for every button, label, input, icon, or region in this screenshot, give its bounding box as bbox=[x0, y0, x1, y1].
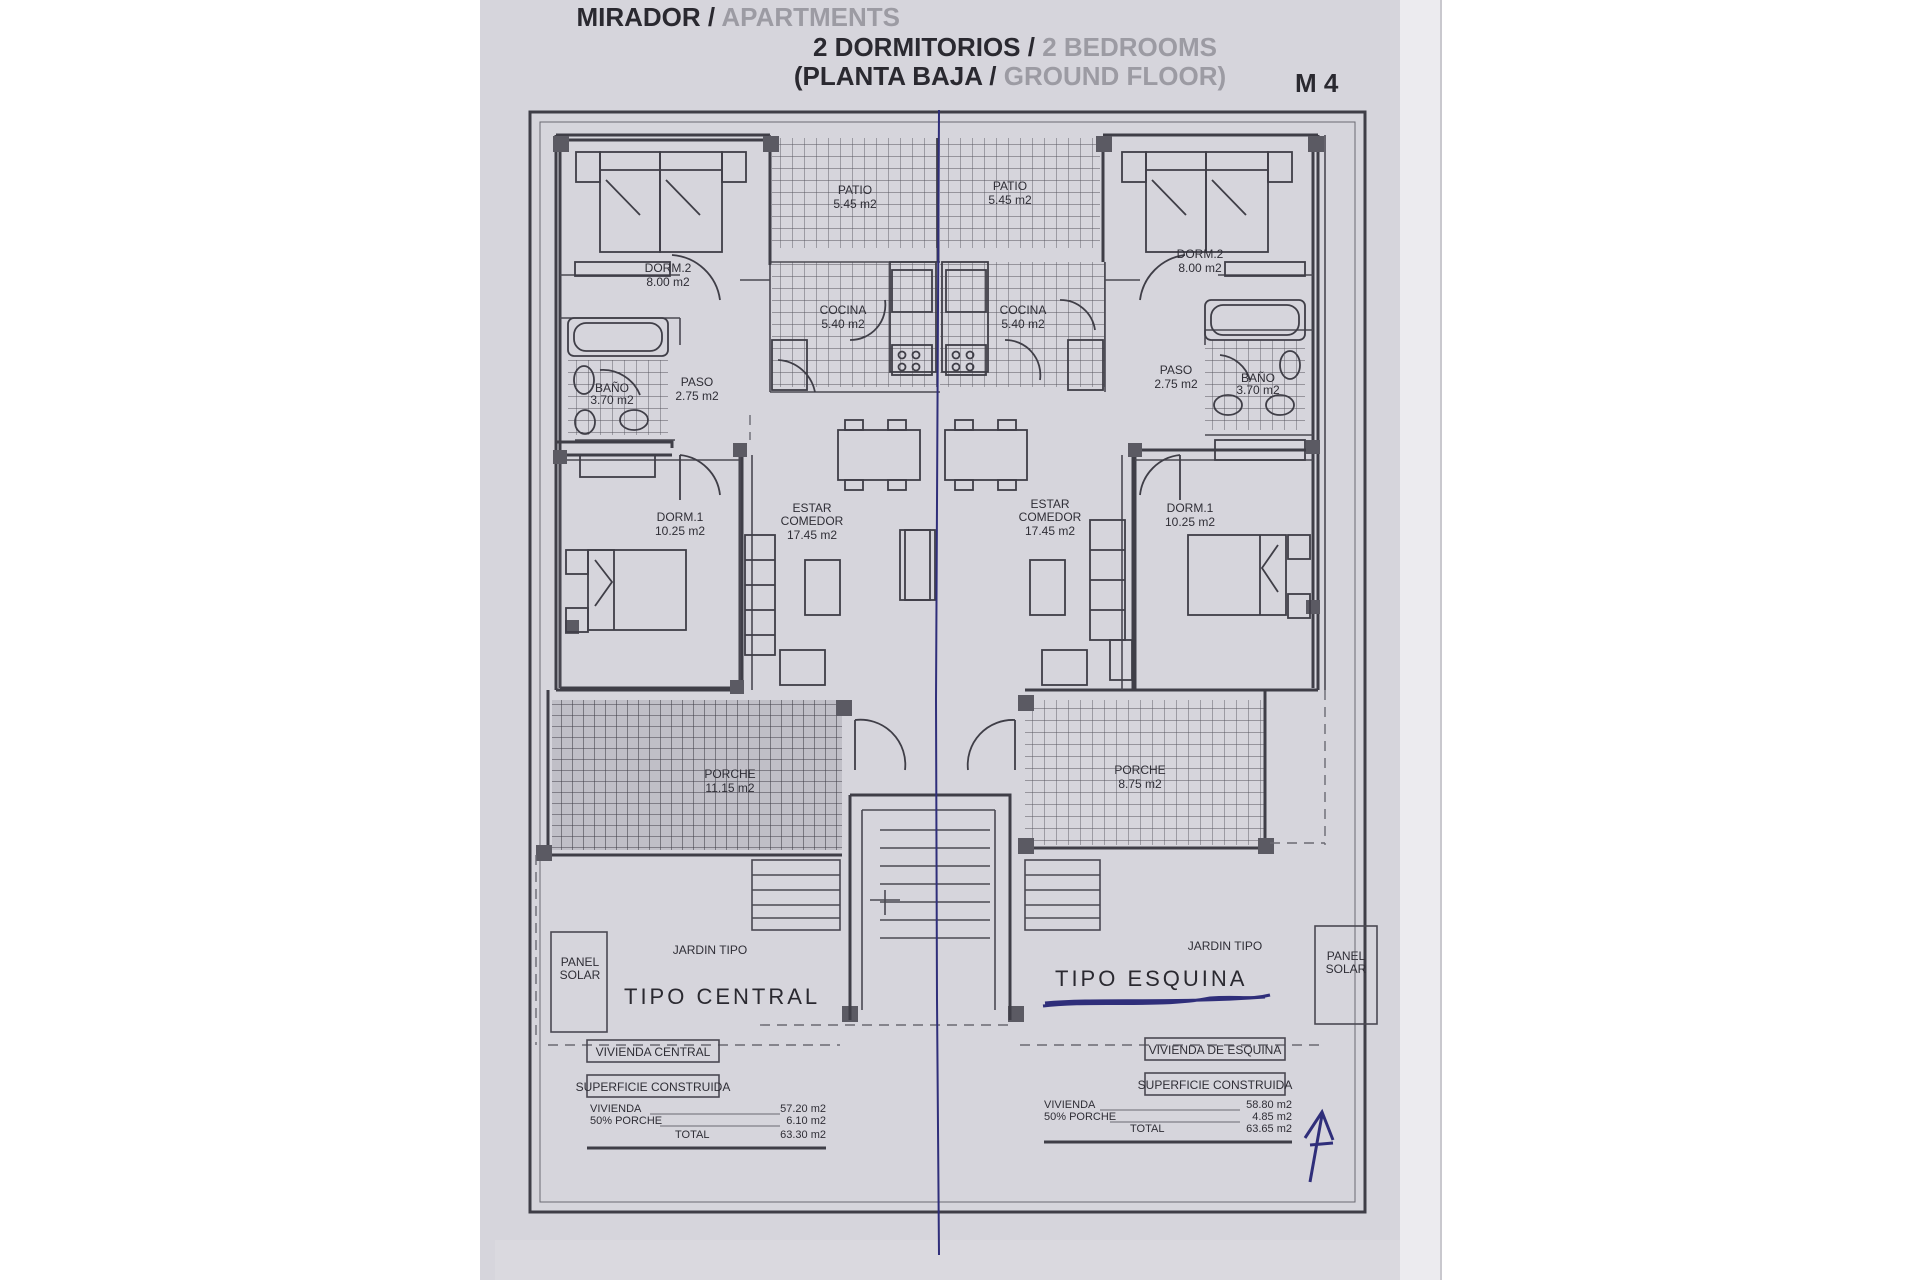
bathroom-fixtures bbox=[1204, 299, 1306, 416]
kitchen-tiles bbox=[940, 262, 1105, 387]
kitchen-fixtures bbox=[771, 261, 937, 393]
solar-panel-right bbox=[1314, 925, 1378, 1025]
kitchen-area: 5.40 m2 bbox=[1001, 317, 1045, 331]
dorm1-area: 10.25 m2 bbox=[655, 524, 705, 538]
porch-area: 11.15 m2 bbox=[705, 781, 754, 795]
unit-name-box: VIVIENDA DE ESQUINA bbox=[1149, 1043, 1282, 1057]
surface-box: SUPERFICIE CONSTRUIDA bbox=[1138, 1078, 1293, 1092]
hall-label: PASO bbox=[681, 375, 713, 389]
kitchen-tiles bbox=[772, 262, 937, 387]
solar-label-2: SOLAR bbox=[560, 968, 601, 982]
porch-tiles bbox=[1025, 700, 1265, 845]
hall-label: PASO bbox=[1160, 363, 1192, 377]
living-furniture bbox=[904, 419, 1133, 686]
porch-area: 8.75 m2 bbox=[1118, 777, 1162, 791]
solar-label-1: PANEL bbox=[561, 955, 600, 969]
row-value: 58.80 m2 bbox=[1246, 1099, 1292, 1111]
solar-label-1: PANEL bbox=[1327, 949, 1366, 963]
patio-area: 5.45 m2 bbox=[988, 193, 1032, 207]
dorm1-label: DORM.1 bbox=[657, 510, 704, 524]
title-line3: (PLANTA BAJA / GROUND FLOOR) bbox=[794, 61, 1226, 91]
pen-annotations bbox=[934, 109, 1335, 1256]
unit-name-box: VIVIENDA CENTRAL bbox=[596, 1045, 711, 1059]
bath-area: 3.70 m2 bbox=[1236, 383, 1280, 397]
kitchen-label: COCINA bbox=[1000, 303, 1047, 317]
title-line1: MIRADOR / APARTMENTS bbox=[576, 2, 900, 32]
dorm2-area: 8.00 m2 bbox=[646, 275, 690, 289]
unit-left: PATIO 5.45 m2 DORM.2 8.00 m2 COCINA 5.40… bbox=[535, 133, 940, 1150]
porch-tiles bbox=[552, 700, 842, 850]
dorm2-beds bbox=[1121, 151, 1306, 301]
bath-label: BAÑO bbox=[1241, 371, 1275, 385]
solar-panel-left bbox=[550, 931, 608, 1033]
central-stairwell bbox=[760, 793, 1012, 1026]
row-value: 63.65 m2 bbox=[1246, 1123, 1292, 1135]
plot-frame bbox=[528, 110, 1367, 1214]
kitchen-label: COCINA bbox=[820, 303, 867, 317]
title-block: MIRADOR / APARTMENTS 2 DORMITORIOS / 2 B… bbox=[576, 2, 1338, 98]
bath-label: BAÑO bbox=[595, 381, 629, 395]
dorm1-label: DORM.1 bbox=[1167, 501, 1214, 515]
dorm1-bed bbox=[1187, 439, 1311, 619]
patio-label: PATIO bbox=[993, 179, 1027, 193]
garden-label: JARDIN TIPO bbox=[673, 943, 747, 957]
patio-label: PATIO bbox=[838, 183, 872, 197]
solar-label-2: SOLAR bbox=[1326, 962, 1367, 976]
porch-label: PORCHE bbox=[704, 767, 755, 781]
north-arrow bbox=[1303, 1108, 1335, 1183]
unit-type-label: TIPO CENTRAL bbox=[624, 984, 820, 1009]
title-line2: 2 DORMITORIOS / 2 BEDROOMS bbox=[813, 32, 1217, 62]
living-label: ESTAR bbox=[1030, 497, 1069, 511]
patio-area: 5.45 m2 bbox=[833, 197, 877, 211]
dining-label: COMEDOR bbox=[781, 514, 844, 528]
patio-tiles bbox=[940, 138, 1100, 248]
dorm2-beds bbox=[574, 151, 747, 301]
porch-label: PORCHE bbox=[1114, 763, 1165, 777]
row-label: TOTAL bbox=[675, 1129, 709, 1141]
living-label: ESTAR bbox=[792, 501, 831, 515]
center-pen-line bbox=[934, 109, 940, 1256]
bathroom-fixtures bbox=[567, 317, 669, 435]
plan-code: M 4 bbox=[1295, 68, 1339, 98]
hall-area: 2.75 m2 bbox=[675, 389, 719, 403]
area-table-left: VIVIENDA CENTRAL SUPERFICIE CONSTRUIDA V… bbox=[576, 1039, 826, 1150]
unit-right: PATIO 5.45 m2 DORM.2 8.00 m2 COCINA 5.40… bbox=[904, 133, 1378, 1144]
dining-label: COMEDOR bbox=[1019, 510, 1082, 524]
garden-steps bbox=[751, 859, 841, 931]
kitchen-fixtures bbox=[941, 261, 1104, 391]
row-label: VIVIENDA bbox=[1044, 1099, 1096, 1111]
area-table-right: VIVIENDA DE ESQUINA SUPERFICIE CONSTRUID… bbox=[1044, 1037, 1293, 1144]
row-label: TOTAL bbox=[1130, 1123, 1164, 1135]
row-value: 6.10 m2 bbox=[786, 1115, 826, 1127]
hall-area: 2.75 m2 bbox=[1154, 377, 1198, 391]
living-area: 17.45 m2 bbox=[1025, 524, 1075, 538]
dorm2-area: 8.00 m2 bbox=[1178, 261, 1222, 275]
dorm1-area: 10.25 m2 bbox=[1165, 515, 1215, 529]
kitchen-area: 5.40 m2 bbox=[821, 317, 865, 331]
row-value: 63.30 m2 bbox=[780, 1129, 826, 1141]
patio-tiles bbox=[772, 138, 937, 248]
garden-label: JARDIN TIPO bbox=[1188, 939, 1262, 953]
row-label: VIVIENDA bbox=[590, 1103, 642, 1115]
row-label: 50% PORCHE bbox=[590, 1115, 662, 1127]
row-value: 57.20 m2 bbox=[780, 1103, 826, 1115]
surface-box: SUPERFICIE CONSTRUIDA bbox=[576, 1080, 731, 1094]
garden-steps bbox=[1024, 859, 1101, 931]
row-label: 50% PORCHE bbox=[1044, 1111, 1116, 1123]
living-area: 17.45 m2 bbox=[787, 528, 837, 542]
living-furniture bbox=[744, 419, 931, 686]
dorm2-label: DORM.2 bbox=[1177, 247, 1224, 261]
unit-type-label: TIPO ESQUINA bbox=[1055, 966, 1247, 991]
dorm2-label: DORM.2 bbox=[645, 261, 692, 275]
bath-area: 3.70 m2 bbox=[590, 393, 634, 407]
dorm1-bed bbox=[565, 454, 687, 633]
underline-scribble bbox=[1042, 993, 1271, 1008]
row-value: 4.85 m2 bbox=[1252, 1111, 1292, 1123]
